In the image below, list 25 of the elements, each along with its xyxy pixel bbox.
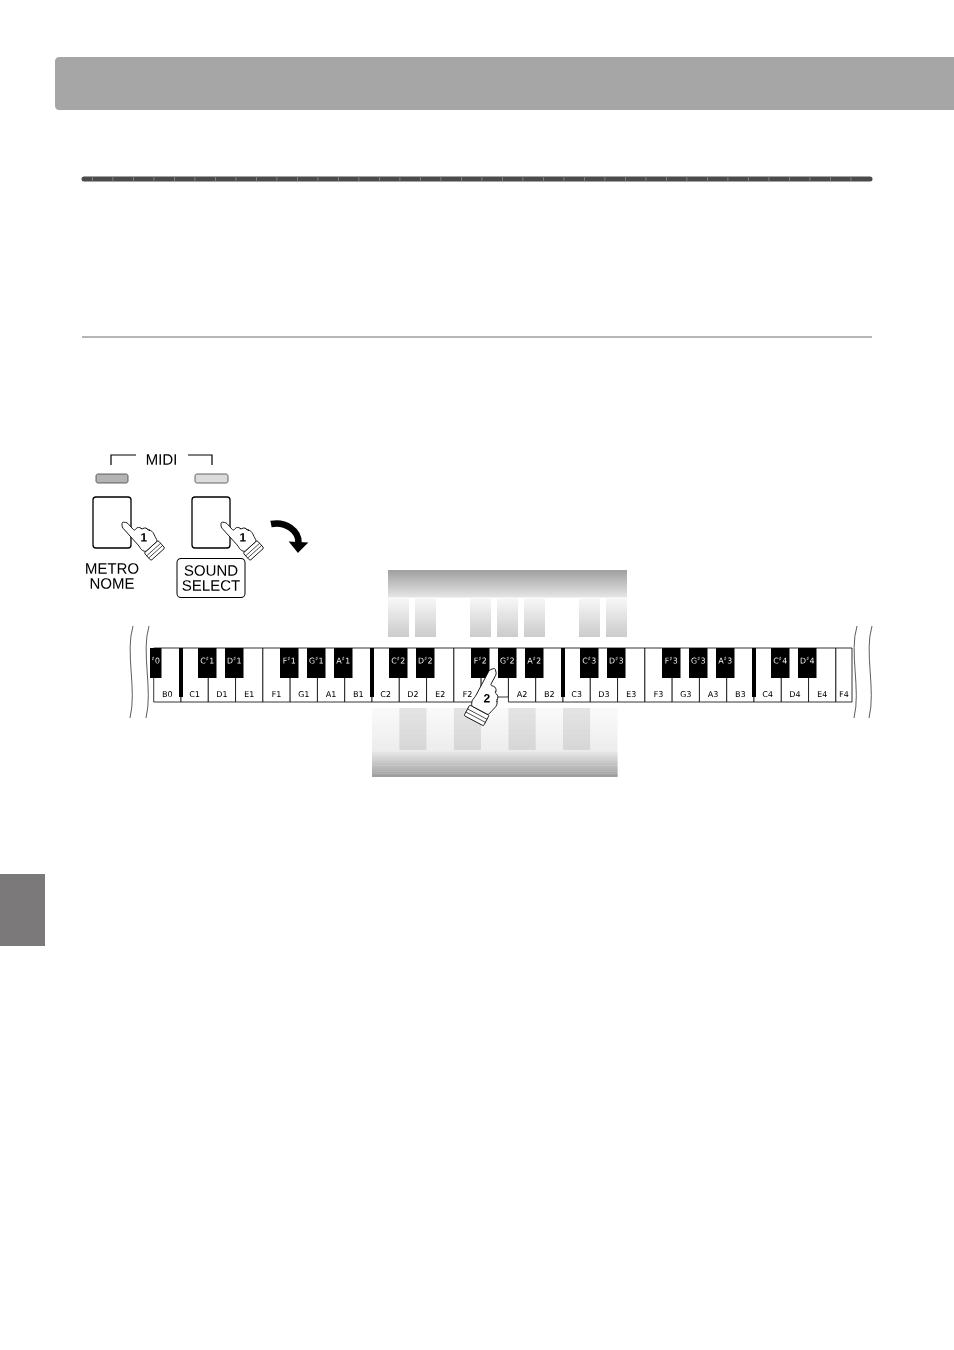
sharp-key: F$^{♯}$3 — [662, 648, 681, 678]
sharp-key: A$^{♯}$2 — [525, 648, 544, 678]
node-label: METRO NOME — [86, 563, 139, 589]
natural-key: F4 — [835, 647, 853, 703]
panel-button: METRO NOME — [86, 496, 139, 589]
step-number: 2 — [483, 694, 490, 703]
sharp-key: $^{♯}$0 — [150, 648, 162, 678]
step-number: 1 — [141, 533, 147, 542]
sharp-key: G$^{♯}$3 — [689, 648, 708, 678]
step-number: 1 — [240, 533, 246, 542]
sharp-key: C$^{♯}$2 — [389, 648, 408, 678]
sharp-key: G$^{♯}$1 — [307, 648, 326, 678]
sharp-key: A$^{♯}$3 — [716, 648, 735, 678]
sharp-key: C$^{♯}$4 — [771, 648, 790, 678]
sharp-key: D$^{♯}$4 — [798, 648, 817, 678]
sharp-key: D$^{♯}$3 — [607, 648, 626, 678]
group-label: MIDI — [146, 454, 176, 465]
sharp-key: D$^{♯}$1 — [225, 648, 244, 678]
sharp-key: D$^{♯}$2 — [416, 648, 435, 678]
sharp-key: C$^{♯}$3 — [580, 648, 599, 678]
sharp-key: C$^{♯}$1 — [198, 648, 217, 678]
sharp-key: A$^{♯}$1 — [334, 648, 353, 678]
sharp-key: F$^{♯}$2 — [471, 648, 490, 678]
sharp-key: F$^{♯}$1 — [280, 648, 299, 678]
sharp-key: G$^{♯}$2 — [498, 648, 517, 678]
